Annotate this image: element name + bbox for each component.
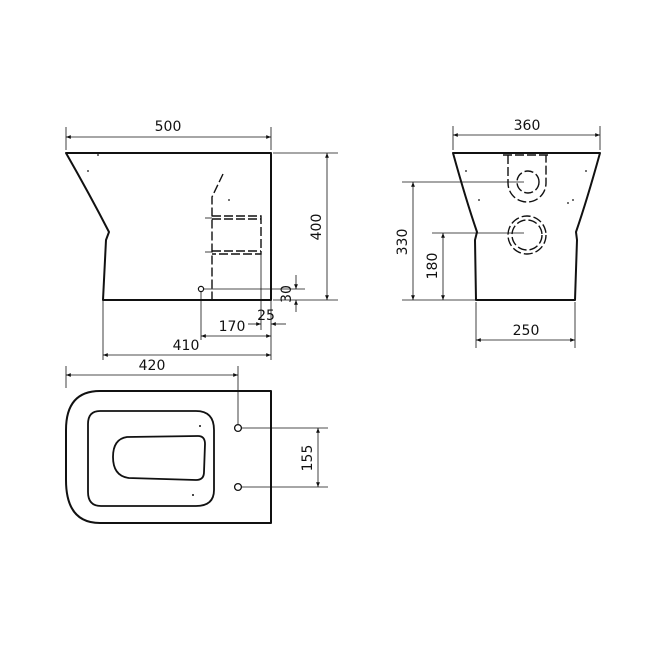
dim-inlet-height: 330 [395,229,411,256]
front-view-hidden-inlet [503,154,551,203]
plan-view-outline [65,390,272,524]
front-view-hidden-waste [507,215,547,255]
front-view: 360 330 180 250 [395,118,601,348]
dim-base-width: 250 [513,323,540,339]
seat-outline [87,410,215,507]
fixing-hole-bottom [233,482,243,492]
side-view-hidden-inlet [212,215,262,255]
waste-outlet-marker [197,285,205,293]
dim-fixing-distance: 420 [139,358,166,374]
front-view-outline [452,152,601,301]
fixing-hole-top [233,423,243,433]
plan-view: 420 155 [65,358,328,524]
dim-inlet-offset: 170 [219,319,246,335]
dim-top-width: 360 [514,118,541,134]
dim-waste-to-front: 410 [173,338,200,354]
side-view-hidden-trap [211,173,224,300]
dim-wall-offset: 25 [257,308,275,324]
dim-waste-height: 30 [279,285,295,303]
bowl-opening [112,435,206,481]
side-view-outline [65,152,272,301]
dim-overall-length: 500 [155,119,182,135]
dim-fixing-spacing: 155 [300,445,316,472]
side-view: 500 400 30 25 170 410 [65,119,338,360]
dim-front-waste-height: 180 [425,253,441,280]
dim-overall-height: 400 [309,214,325,241]
